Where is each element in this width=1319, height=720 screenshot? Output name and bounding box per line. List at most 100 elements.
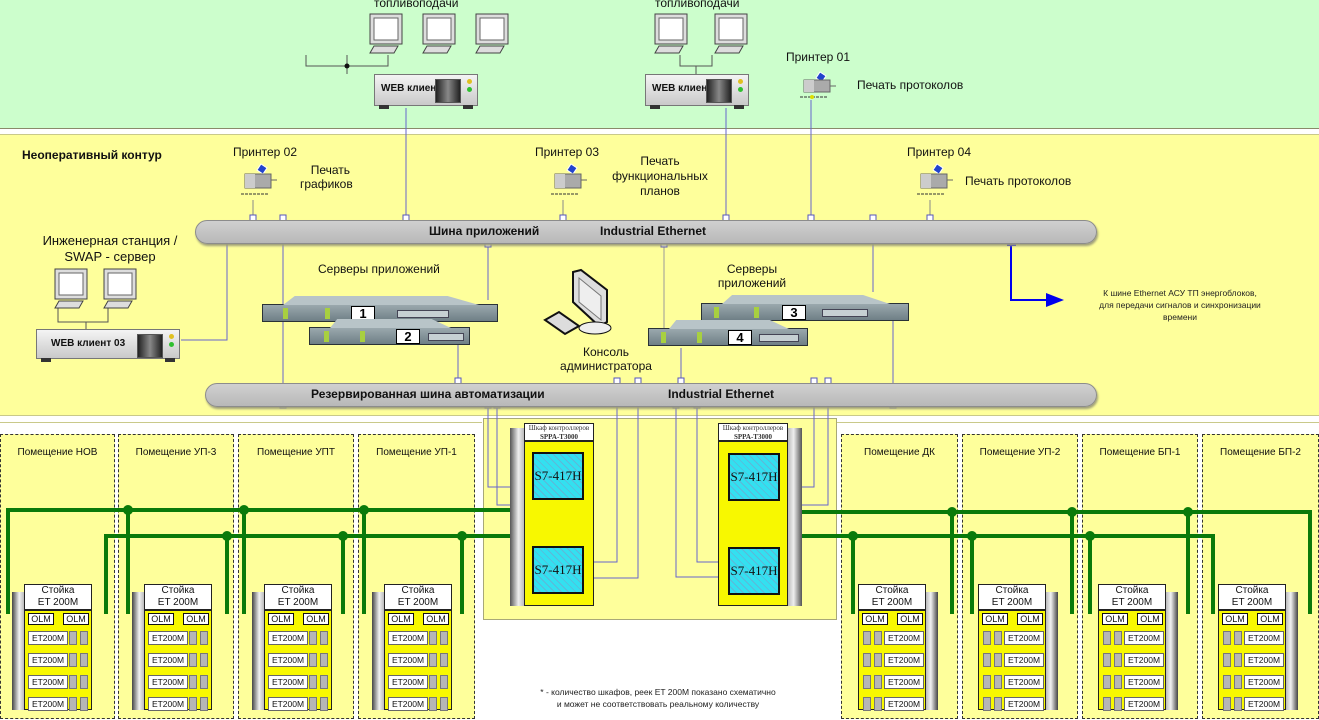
olm-module[interactable]: OLM <box>148 613 174 625</box>
printer-03-icon[interactable] <box>549 162 589 198</box>
et200m-module[interactable]: ET200M <box>1004 631 1044 645</box>
server-4[interactable]: 4 <box>648 320 808 346</box>
printer-03-purpose-line: Печать <box>640 154 680 168</box>
printer-04-purpose: Печать протоколов <box>965 174 1072 188</box>
et200m-module[interactable]: ET200M <box>1004 697 1044 711</box>
et200m-module[interactable]: ET200M <box>1124 631 1164 645</box>
olm-module[interactable]: OLM <box>897 613 923 625</box>
interface-module <box>440 675 448 689</box>
olm-module[interactable]: OLM <box>183 613 209 625</box>
room-title: Помещение НОВ <box>17 447 98 458</box>
drive-bay <box>754 307 759 318</box>
web-client-03[interactable]: WEB клиент 03 <box>36 329 180 362</box>
server-3[interactable]: 3 <box>701 295 909 321</box>
et200m-module[interactable]: ET200M <box>148 653 188 667</box>
foot <box>463 105 473 109</box>
drive-icon <box>706 79 732 103</box>
printer-04-icon[interactable] <box>915 162 955 198</box>
interface-module <box>983 697 991 711</box>
interface-module <box>440 631 448 645</box>
olm-module[interactable]: OLM <box>63 613 89 625</box>
cpu-1b[interactable]: S7-417H <box>532 546 584 594</box>
et200m-module[interactable]: ET200M <box>388 631 428 645</box>
et200m-module[interactable]: ET200M <box>884 631 924 645</box>
et200m-module[interactable]: ET200M <box>388 675 428 689</box>
et200m-module[interactable]: ET200M <box>268 675 308 689</box>
et200m-module[interactable]: ET200M <box>1124 697 1164 711</box>
et200m-module[interactable]: ET200M <box>1004 653 1044 667</box>
cpu-1a[interactable]: S7-417H <box>532 452 584 500</box>
interface-module <box>200 631 208 645</box>
et200m-module[interactable]: ET200M <box>1244 653 1284 667</box>
et200m-module[interactable]: ET200M <box>148 675 188 689</box>
et200m-module[interactable]: ET200M <box>268 697 308 711</box>
et200m-module[interactable]: ET200M <box>388 653 428 667</box>
application-bus[interactable]: Шина приложений Industrial Ethernet <box>195 220 1097 244</box>
et200m-module[interactable]: ET200M <box>28 697 68 711</box>
interface-module <box>320 675 328 689</box>
interface-module <box>69 653 77 667</box>
printer-02-purpose-line: Печать <box>310 163 351 177</box>
link-auto-cpu4b <box>696 404 728 563</box>
interface-module <box>440 653 448 667</box>
olm-module[interactable]: OLM <box>1137 613 1163 625</box>
admin-console-line: администратора <box>560 359 652 373</box>
rack-side <box>1166 592 1178 710</box>
status-led-icon <box>467 87 472 92</box>
et200m-module[interactable]: ET200M <box>1244 675 1284 689</box>
interface-module <box>1114 675 1122 689</box>
et200m-module[interactable]: ET200M <box>28 631 68 645</box>
et200m-module[interactable]: ET200M <box>1124 653 1164 667</box>
olm-module[interactable]: OLM <box>28 613 54 625</box>
olm-module[interactable]: OLM <box>1222 613 1248 625</box>
et200m-module[interactable]: ET200M <box>1004 675 1044 689</box>
et200m-module[interactable]: ET200M <box>1124 675 1164 689</box>
et200m-module[interactable]: ET200M <box>884 675 924 689</box>
server-2[interactable]: 2 <box>309 319 470 345</box>
interface-module <box>80 697 88 711</box>
admin-console-icon[interactable] <box>543 268 617 338</box>
foot <box>734 105 744 109</box>
et200m-module[interactable]: ET200M <box>148 631 188 645</box>
printer-01-icon[interactable] <box>798 70 838 100</box>
interface-module <box>80 631 88 645</box>
server-top <box>283 296 479 305</box>
interface-module <box>69 697 77 711</box>
olm-module[interactable]: OLM <box>388 613 414 625</box>
et200m-module[interactable]: ET200M <box>884 653 924 667</box>
olm-module[interactable]: OLM <box>862 613 888 625</box>
rack-title-line: Стойка <box>995 585 1029 596</box>
cpu-2a[interactable]: S7-417H <box>728 453 780 501</box>
rack-title-line: ET 200M <box>397 597 439 608</box>
rack-title-line: ET 200M <box>157 597 199 608</box>
et200m-module[interactable]: ET200M <box>148 697 188 711</box>
profibus-junctions <box>123 505 1193 541</box>
automation-bus[interactable]: Резервированная шина автоматизации Indus… <box>205 383 1097 407</box>
rack-title-line: Стойка <box>161 585 195 596</box>
cpu-2b[interactable]: S7-417H <box>728 547 780 595</box>
olm-module[interactable]: OLM <box>1017 613 1043 625</box>
et200m-module[interactable]: ET200M <box>28 653 68 667</box>
server-number: 3 <box>782 305 806 320</box>
olm-module[interactable]: OLM <box>1102 613 1128 625</box>
et200m-module[interactable]: ET200M <box>268 631 308 645</box>
et200m-module[interactable]: ET200M <box>1244 631 1284 645</box>
et200m-module[interactable]: ET200M <box>884 697 924 711</box>
olm-module[interactable]: OLM <box>982 613 1008 625</box>
printer-02-icon[interactable] <box>239 162 279 198</box>
et200m-module[interactable]: ET200M <box>268 653 308 667</box>
web-client-label: WEB клиент 03 <box>51 338 126 349</box>
web-client-02[interactable]: WEB клиент 02 <box>645 74 749 109</box>
olm-module[interactable]: OLM <box>423 613 449 625</box>
room-title: Помещение УП-1 <box>376 447 457 458</box>
web-client-01[interactable]: WEB клиент 01 <box>374 74 478 109</box>
et200m-module[interactable]: ET200M <box>388 697 428 711</box>
interface-module <box>80 675 88 689</box>
olm-module[interactable]: OLM <box>1257 613 1283 625</box>
olm-module[interactable]: OLM <box>303 613 329 625</box>
interface-module <box>429 653 437 667</box>
et200m-module[interactable]: ET200M <box>28 675 68 689</box>
et200m-module[interactable]: ET200M <box>1244 697 1284 711</box>
olm-module[interactable]: OLM <box>268 613 294 625</box>
